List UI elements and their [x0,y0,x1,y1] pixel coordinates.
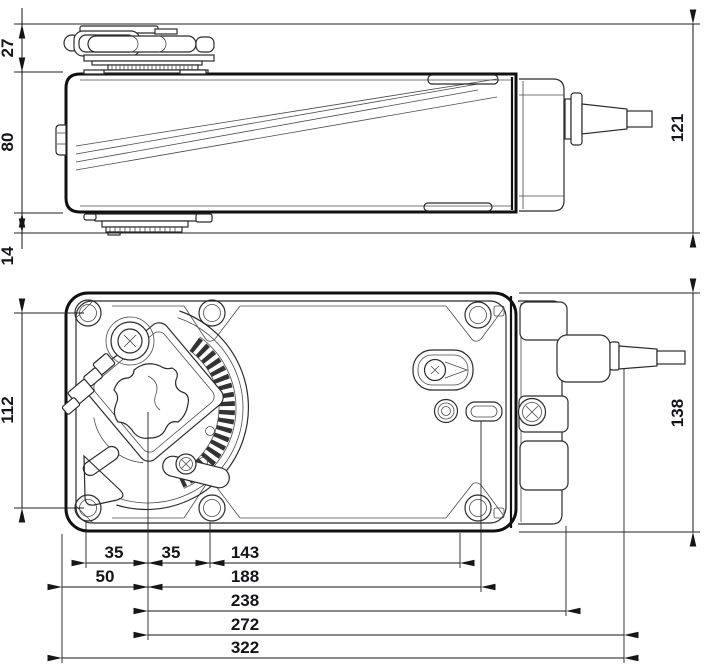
terminal-block-top [519,301,568,341]
dim-label-50: 50 [96,567,115,586]
corner-pocket [83,454,124,506]
mounting-bracket-side [83,213,213,236]
locking-slots [82,445,230,506]
clamp-bolt-stack [61,353,116,415]
position-indicator-slot [465,401,503,422]
dimension-lines [14,8,700,663]
universal-clamp [61,310,250,511]
pivot-screw [105,316,155,366]
side-clip [55,124,67,156]
dim-label-322: 322 [231,638,259,657]
rib-pockets [112,305,505,519]
dim-label-14: 14 [0,246,17,265]
dim-label-238: 238 [231,591,259,610]
serration-plate-top [107,64,199,71]
dim-label-112: 112 [0,396,17,423]
clamp-pin [87,35,197,53]
serration-plate-bottom [105,226,183,233]
push-button [433,398,459,424]
dim-label-138: 138 [668,399,687,427]
shaft-clamp-side [63,25,215,75]
top-view [61,291,686,533]
dim-label-121: 121 [668,114,687,142]
cable-gland-top-view [556,334,686,383]
dim-label-35a: 35 [105,543,124,562]
cable-stub-top-view [656,350,686,365]
end-cap-side [519,78,565,212]
cap-screw [517,397,547,427]
top-edge-tab [427,74,499,85]
dim-label-143: 143 [231,543,259,562]
manual-override-dial [412,349,474,391]
dim-label-35b: 35 [162,543,181,562]
bottom-edge-tab [423,202,493,212]
side-view-housing [55,72,565,214]
dim-label-272: 272 [231,615,259,634]
terminal-block-bottom [519,440,569,491]
dimension-labels: 27 80 14 121 112 138 35 35 143 50 188 23… [0,39,687,657]
dim-label-188: 188 [231,567,259,586]
cable-gland-side [564,92,653,146]
end-cap-top-view [509,296,686,528]
side-view [55,25,653,236]
clamp-star-opening [113,363,189,439]
cable-stub-side [626,110,653,128]
dim-label-80: 80 [0,133,17,152]
dim-label-27: 27 [0,39,17,58]
mounting-holes [74,299,492,522]
